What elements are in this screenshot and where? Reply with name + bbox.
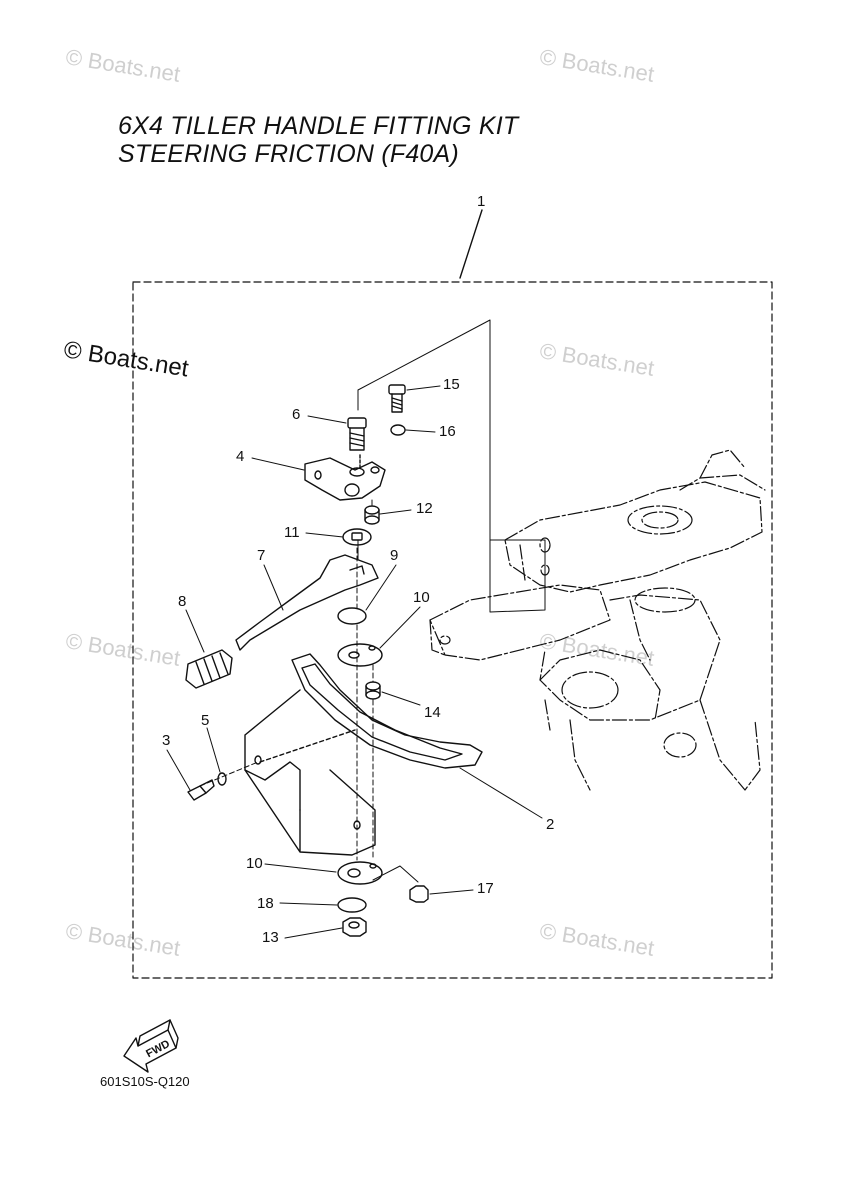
callout-10-upper: 10 (413, 589, 430, 606)
callout-7: 7 (257, 547, 266, 564)
washer-5 (217, 772, 227, 786)
nut-13 (342, 917, 367, 937)
callout-16: 16 (439, 423, 456, 440)
callout-11: 11 (284, 524, 300, 541)
callout-14: 14 (424, 704, 441, 721)
washer-9 (337, 607, 367, 625)
callout-6: 6 (292, 406, 301, 423)
callout-4: 4 (236, 448, 245, 465)
diagram-title-line1: 6X4 TILLER HANDLE FITTING KIT (118, 112, 519, 140)
callout-5: 5 (201, 712, 210, 729)
callout-2: 2 (546, 816, 555, 833)
plate-10-upper (337, 643, 383, 667)
callout-3: 3 (162, 732, 171, 749)
collar-14 (365, 681, 381, 700)
callout-18: 18 (257, 895, 274, 912)
washer-11 (342, 528, 372, 546)
leader-1 (459, 209, 483, 279)
washer-16 (390, 424, 406, 436)
friction-lever-7 (235, 554, 379, 651)
collar-12 (364, 505, 380, 525)
callout-12: 12 (416, 500, 433, 517)
engine-bracket-outline (429, 449, 766, 791)
callout-13: 13 (262, 929, 279, 946)
washer-18 (337, 897, 367, 913)
diagram-code: 601S10S-Q120 (100, 1074, 190, 1089)
bracket-4 (304, 454, 386, 501)
friction-plate-2 (244, 653, 483, 856)
plate-10-lower (337, 861, 383, 885)
bolt-3 (187, 779, 215, 801)
bolt-6 (347, 417, 367, 451)
diagram-title-line2: STEERING FRICTION (F40A) (118, 140, 459, 168)
nut-17 (409, 885, 429, 903)
kit-boundary (132, 281, 773, 979)
callout-8: 8 (178, 593, 187, 610)
bolt-15 (388, 384, 406, 413)
callout-1: 1 (477, 193, 486, 210)
callout-10-lower: 10 (246, 855, 263, 872)
callout-15: 15 (443, 376, 460, 393)
grip-8 (185, 649, 233, 689)
callout-17: 17 (477, 880, 494, 897)
callout-9: 9 (390, 547, 399, 564)
fwd-arrow-icon (123, 1019, 179, 1073)
assembly-line (357, 319, 491, 541)
